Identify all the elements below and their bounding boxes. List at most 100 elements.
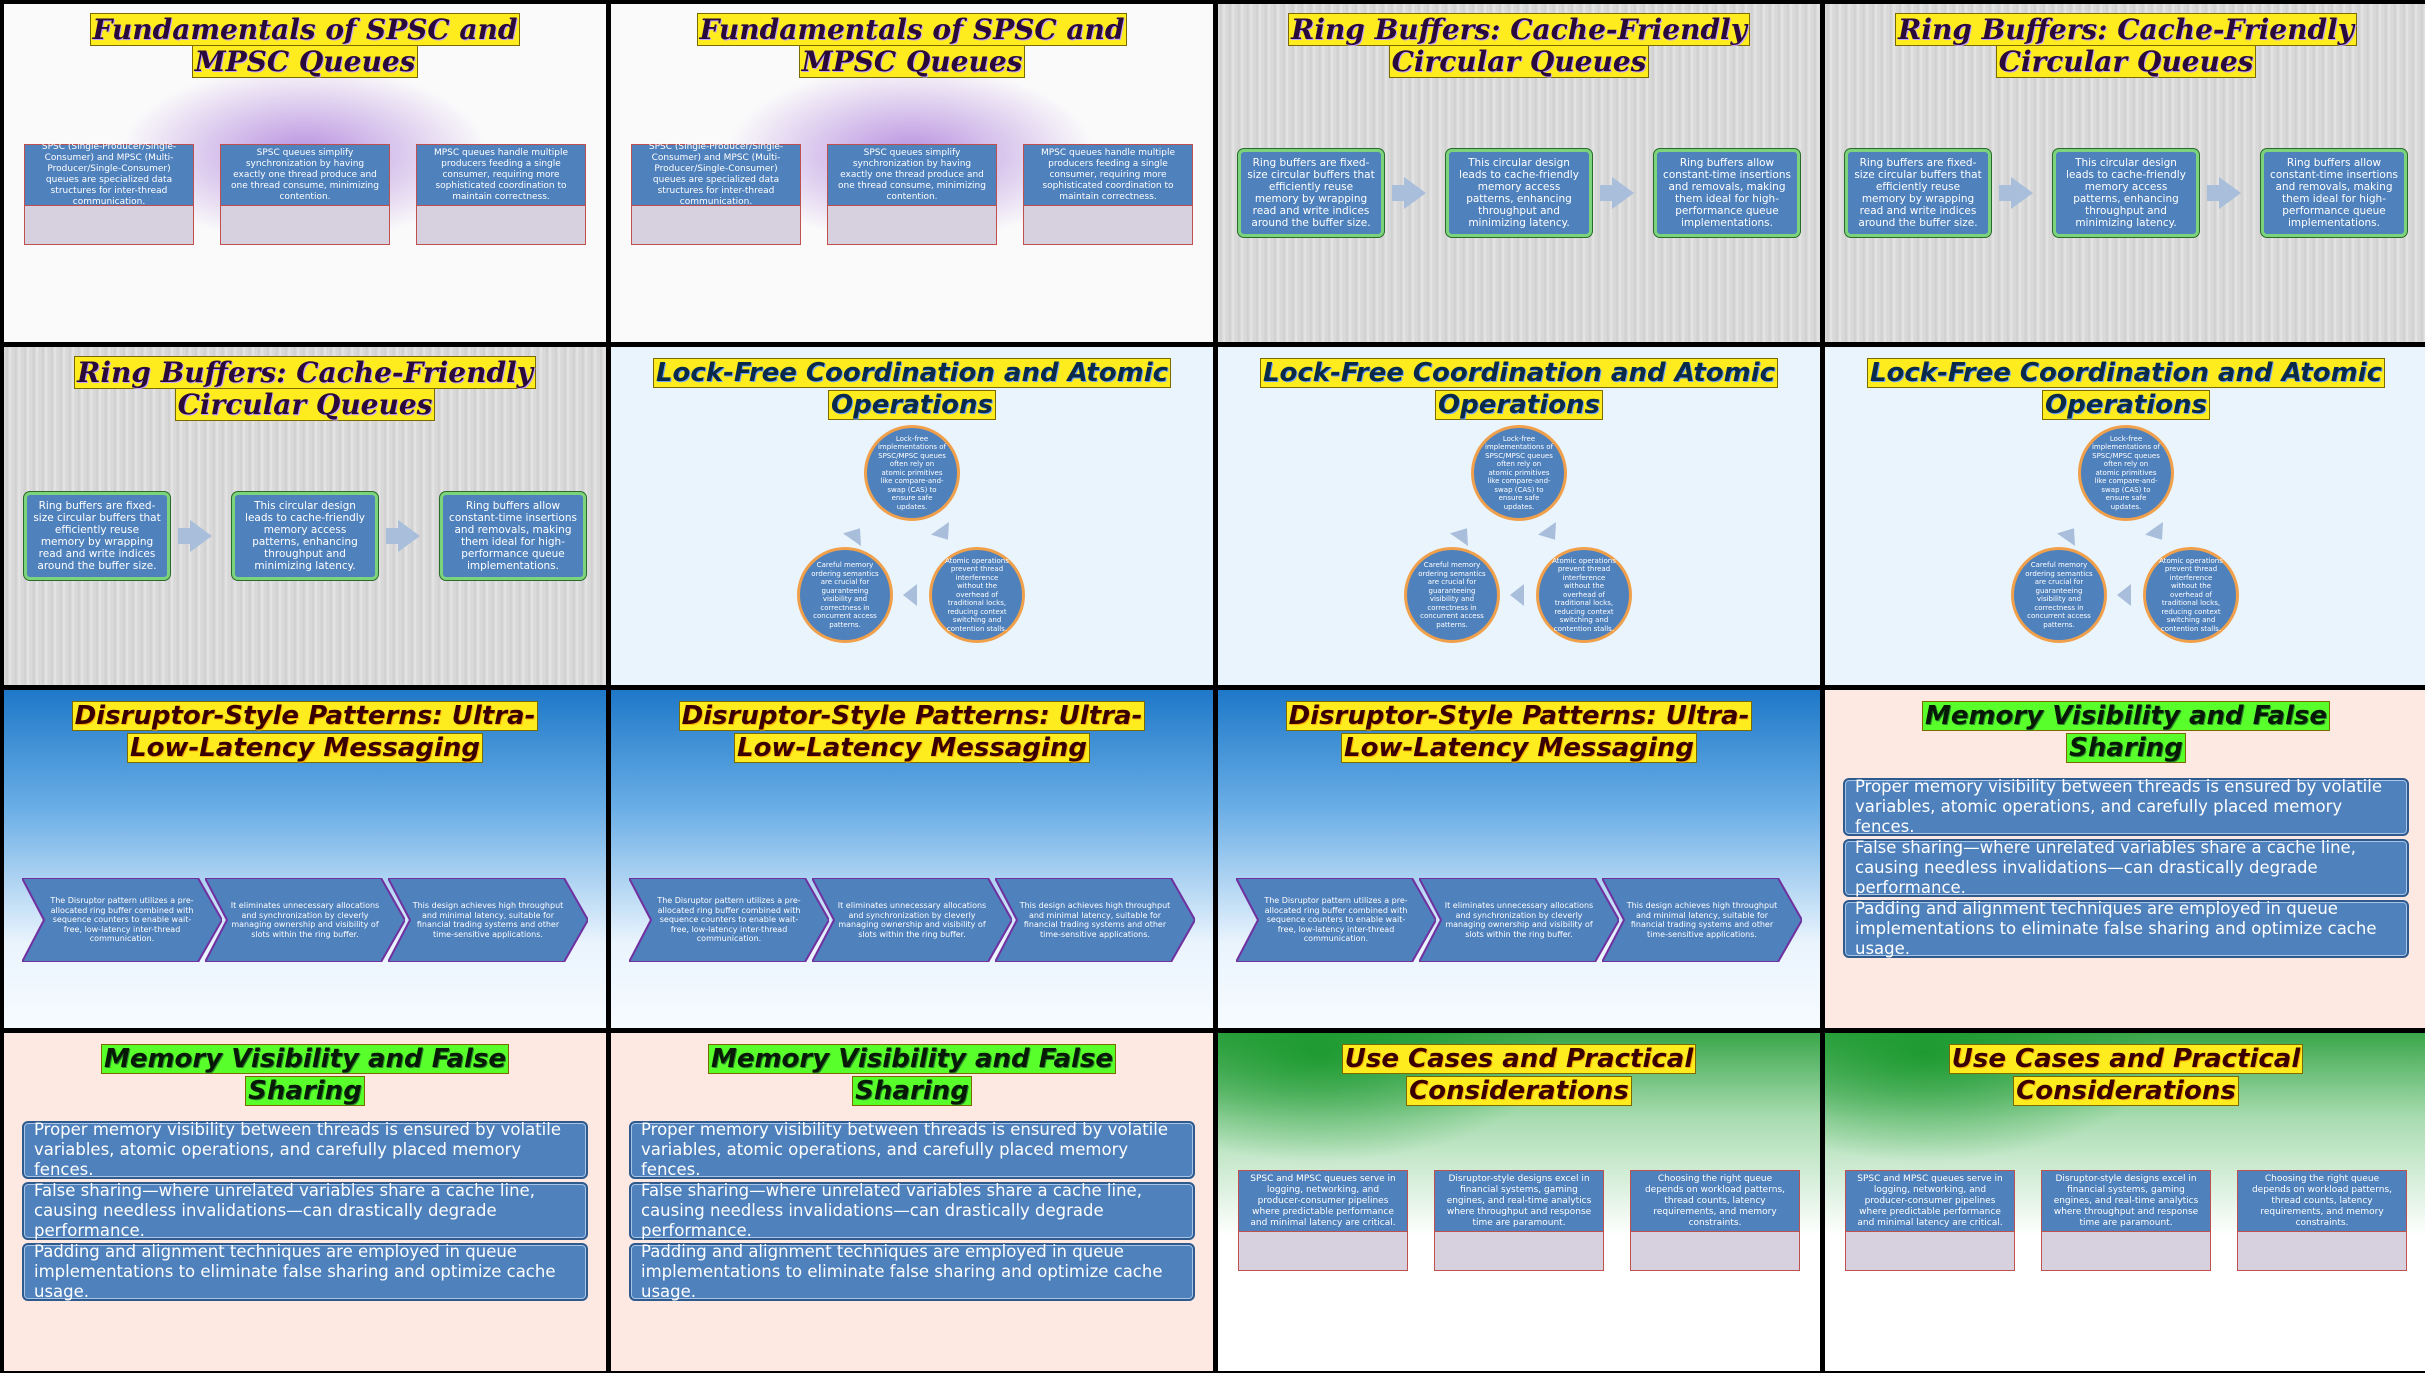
list-item: Proper memory visibility between threads…: [629, 1120, 1195, 1179]
slide-thumbnail-10[interactable]: Disruptor-Style Patterns: Ultra-Low-Late…: [611, 690, 1213, 1028]
arrow-right-icon: [1392, 177, 1426, 209]
slide-thumbnail-9[interactable]: Disruptor-Style Patterns: Ultra-Low-Late…: [4, 690, 606, 1028]
cycle-node: Lock-free implementations of SPSC/MPSC q…: [2078, 425, 2174, 521]
slide-thumbnail-15[interactable]: Use Cases and Practical Considerations S…: [1218, 1033, 1820, 1371]
arrow-right-icon: [178, 520, 212, 552]
list-item: False sharing—where unrelated variables …: [22, 1181, 588, 1240]
slide-thumbnail-3[interactable]: Ring Buffers: Cache-Friendly Circular Qu…: [1218, 4, 1820, 342]
slide-title: Ring Buffers: Cache-Friendly Circular Qu…: [1218, 13, 1820, 78]
chevron-step: This design achieves high throughput and…: [388, 878, 588, 962]
slide-thumbnail-8[interactable]: Lock-Free Coordination and Atomic Operat…: [1825, 347, 2425, 685]
cycle-node: Atomic operations prevent thread interfe…: [1536, 547, 1632, 643]
arrow-icon: [2144, 521, 2172, 547]
info-card: SPSC (Single-Producer/Single-Consumer) a…: [24, 142, 194, 245]
arrow-icon: [2056, 521, 2084, 547]
slide-title: Use Cases and Practical Considerations: [1825, 1043, 2425, 1107]
chevron-step: It eliminates unnecessary allocations an…: [205, 878, 405, 962]
flow-box: Ring buffers are fixed-size circular buf…: [24, 492, 170, 580]
list-item: False sharing—where unrelated variables …: [1843, 838, 2409, 897]
info-card: Choosing the right queue depends on work…: [2237, 1170, 2407, 1271]
cycle-diagram: Lock-free implementations of SPSC/MPSC q…: [1825, 347, 2425, 685]
flow-box: Ring buffers are fixed-size circular buf…: [1845, 149, 1991, 237]
chevron-row: The Disruptor pattern utilizes a pre-all…: [22, 878, 588, 962]
info-card: MPSC queues handle multiple producers fe…: [1023, 144, 1193, 245]
slide-thumbnail-12[interactable]: Memory Visibility and False Sharing Prop…: [1825, 690, 2425, 1028]
bullet-list: Proper memory visibility between threads…: [629, 1120, 1195, 1304]
slide-title: Use Cases and Practical Considerations: [1218, 1043, 1820, 1107]
slide-title: Fundamentals of SPSC and MPSC Queues: [611, 13, 1213, 78]
chevron-step: This design achieves high throughput and…: [995, 878, 1195, 962]
bullet-list: Proper memory visibility between threads…: [1843, 777, 2409, 961]
flow-row: Ring buffers are fixed-size circular buf…: [24, 492, 586, 580]
cycle-node: Careful memory ordering semantics are cr…: [797, 547, 893, 643]
slide-thumbnail-14[interactable]: Memory Visibility and False Sharing Prop…: [611, 1033, 1213, 1371]
arrow-icon: [903, 584, 917, 606]
slide-thumbnail-6[interactable]: Lock-Free Coordination and Atomic Operat…: [611, 347, 1213, 685]
slide-title: Disruptor-Style Patterns: Ultra-Low-Late…: [611, 700, 1213, 764]
flow-box: This circular design leads to cache-frie…: [2053, 149, 2199, 237]
chevron-step: The Disruptor pattern utilizes a pre-all…: [1236, 878, 1436, 962]
slide-title: Disruptor-Style Patterns: Ultra-Low-Late…: [1218, 700, 1820, 764]
flow-row: Ring buffers are fixed-size circular buf…: [1845, 149, 2407, 237]
chevron-step: It eliminates unnecessary allocations an…: [812, 878, 1012, 962]
cycle-diagram: Lock-free implementations of SPSC/MPSC q…: [611, 347, 1213, 685]
slide-title: Ring Buffers: Cache-Friendly Circular Qu…: [4, 356, 606, 421]
slide-thumbnail-4[interactable]: Ring Buffers: Cache-Friendly Circular Qu…: [1825, 4, 2425, 342]
cycle-node: Lock-free implementations of SPSC/MPSC q…: [1471, 425, 1567, 521]
arrow-icon: [1449, 521, 1477, 547]
info-card: Disruptor-style designs excel in financi…: [1434, 1170, 1604, 1271]
slide-title: Memory Visibility and False Sharing: [1825, 700, 2425, 764]
cycle-diagram: Lock-free implementations of SPSC/MPSC q…: [1218, 347, 1820, 685]
cycle-node: Careful memory ordering semantics are cr…: [2011, 547, 2107, 643]
flow-box: Ring buffers allow constant-time inserti…: [1654, 149, 1800, 237]
arrow-right-icon: [1999, 177, 2033, 209]
arrow-right-icon: [386, 520, 420, 552]
list-item: Proper memory visibility between threads…: [1843, 777, 2409, 836]
flow-box: This circular design leads to cache-frie…: [1446, 149, 1592, 237]
info-card: Disruptor-style designs excel in financi…: [2041, 1170, 2211, 1271]
slide-title: Memory Visibility and False Sharing: [4, 1043, 606, 1107]
card-row: SPSC (Single-Producer/Single-Consumer) a…: [631, 142, 1193, 245]
slide-title: Memory Visibility and False Sharing: [611, 1043, 1213, 1107]
slide-thumbnail-7[interactable]: Lock-Free Coordination and Atomic Operat…: [1218, 347, 1820, 685]
cycle-node: Atomic operations prevent thread interfe…: [929, 547, 1025, 643]
arrow-icon: [2117, 584, 2131, 606]
chevron-row: The Disruptor pattern utilizes a pre-all…: [629, 878, 1195, 962]
chevron-step: This design achieves high throughput and…: [1602, 878, 1802, 962]
slide-thumbnail-13[interactable]: Memory Visibility and False Sharing Prop…: [4, 1033, 606, 1371]
card-row: SPSC and MPSC queues serve in logging, n…: [1845, 1170, 2407, 1271]
info-card: SPSC and MPSC queues serve in logging, n…: [1845, 1170, 2015, 1271]
flow-row: Ring buffers are fixed-size circular buf…: [1238, 149, 1800, 237]
slide-thumbnail-1[interactable]: Fundamentals of SPSC and MPSC Queues SPS…: [4, 4, 606, 342]
cycle-node: Atomic operations prevent thread interfe…: [2143, 547, 2239, 643]
slide-thumbnail-16[interactable]: Use Cases and Practical Considerations S…: [1825, 1033, 2425, 1371]
list-item: Padding and alignment techniques are emp…: [1843, 899, 2409, 958]
slide-thumbnail-2[interactable]: Fundamentals of SPSC and MPSC Queues SPS…: [611, 4, 1213, 342]
slide-thumbnail-11[interactable]: Disruptor-Style Patterns: Ultra-Low-Late…: [1218, 690, 1820, 1028]
slide-title: Fundamentals of SPSC and MPSC Queues: [4, 13, 606, 78]
arrow-icon: [930, 521, 958, 547]
list-item: Proper memory visibility between threads…: [22, 1120, 588, 1179]
slide-thumbnail-5[interactable]: Ring Buffers: Cache-Friendly Circular Qu…: [4, 347, 606, 685]
list-item: Padding and alignment techniques are emp…: [629, 1242, 1195, 1301]
list-item: False sharing—where unrelated variables …: [629, 1181, 1195, 1240]
slide-title: Disruptor-Style Patterns: Ultra-Low-Late…: [4, 700, 606, 764]
arrow-right-icon: [1600, 177, 1634, 209]
chevron-step: The Disruptor pattern utilizes a pre-all…: [22, 878, 222, 962]
card-row: SPSC and MPSC queues serve in logging, n…: [1238, 1170, 1800, 1271]
arrow-right-icon: [2207, 177, 2241, 209]
cycle-node: Careful memory ordering semantics are cr…: [1404, 547, 1500, 643]
info-card: SPSC and MPSC queues serve in logging, n…: [1238, 1170, 1408, 1271]
bullet-list: Proper memory visibility between threads…: [22, 1120, 588, 1304]
info-card: Choosing the right queue depends on work…: [1630, 1170, 1800, 1271]
flow-box: This circular design leads to cache-frie…: [232, 492, 378, 580]
slide-title: Lock-Free Coordination and Atomic Operat…: [611, 357, 1213, 421]
chevron-step: It eliminates unnecessary allocations an…: [1419, 878, 1619, 962]
card-row: SPSC (Single-Producer/Single-Consumer) a…: [24, 142, 586, 245]
slide-title: Lock-Free Coordination and Atomic Operat…: [1825, 357, 2425, 421]
chevron-step: The Disruptor pattern utilizes a pre-all…: [629, 878, 829, 962]
arrow-icon: [1510, 584, 1524, 606]
info-card: SPSC queues simplify synchronization by …: [827, 144, 997, 245]
arrow-icon: [1537, 521, 1565, 547]
